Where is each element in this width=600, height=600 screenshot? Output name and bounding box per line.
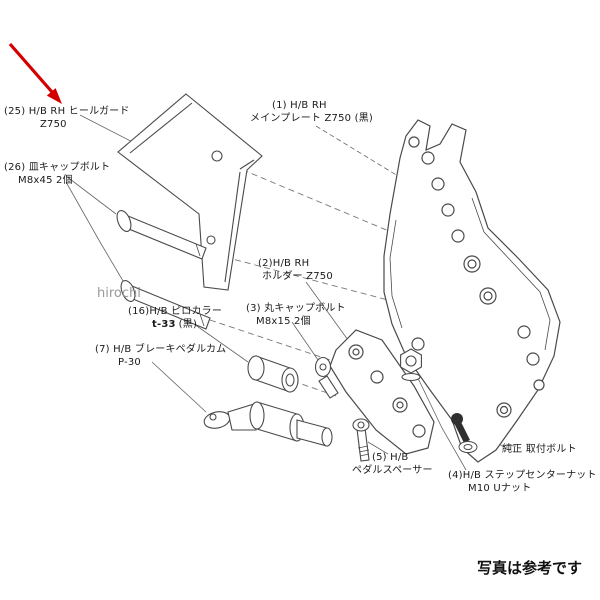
stock-bolt-label-line1: 純正 取付ボルト — [502, 444, 577, 455]
flat-head-bolts — [116, 210, 211, 330]
part-label-5-line1: (5) H/B — [372, 452, 409, 463]
part-label-26-line1: (26) 皿キャップボルト — [4, 162, 111, 173]
part-label-1-line1: (1) H/B RH — [272, 100, 327, 111]
stock-mount-bolt — [451, 413, 478, 453]
part-label-16-line2: t-33(黒) — [152, 319, 222, 332]
part-label-3-line1: (3) 丸キャップボルト — [246, 303, 346, 314]
part-label-3-line2: M8x15 2個 — [256, 315, 311, 327]
part-label-25: (25) H/B RH ヒールガード Z750 — [4, 106, 130, 131]
part-label-25-line1: (25) H/B RH ヒールガード — [4, 106, 130, 117]
stock-bolt-label: 純正 取付ボルト — [502, 444, 577, 457]
part-label-2-line1: (2)H/B RH — [258, 258, 310, 269]
part-label-16-code: t-33 — [152, 318, 176, 330]
part-label-25-line2: Z750 — [40, 118, 67, 130]
reference-caption: 写真は参考です — [477, 559, 583, 577]
part-label-7-line1: (7) H/B ブレーキペダルカム — [95, 344, 227, 355]
part-label-2: (2)H/B RH ホルダー Z750 — [258, 258, 333, 283]
part-label-1-line2: メインプレート Z750 (黒) — [250, 112, 373, 124]
main-plate — [383, 119, 561, 463]
part-label-26: (26) 皿キャップボルト M8x45 2個 — [4, 162, 110, 187]
pillow-collar — [247, 355, 299, 393]
part-label-7: (7) H/B ブレーキペダルカム P-30 — [95, 344, 226, 369]
part-label-4-line1: (4)H/B ステップセンターナット — [448, 470, 597, 481]
part-label-1: (1) H/B RH メインプレート Z750 (黒) — [250, 100, 373, 125]
part-label-4: (4)H/B ステップセンターナット M10 Uナット — [448, 470, 597, 495]
pedal-spacer-bolt — [352, 418, 370, 462]
part-label-5: (5) H/B ペダルスペーサー — [352, 452, 433, 477]
part-label-26-line2: M8x45 2個 — [18, 174, 73, 186]
part-label-5-line2: ペダルスペーサー — [352, 464, 433, 476]
part-label-7-line2: P-30 — [118, 356, 141, 368]
part-label-2-line2: ホルダー Z750 — [262, 270, 333, 282]
part-label-16-line1: (16)H/B ピロカラー — [128, 306, 223, 317]
holder-plate — [329, 329, 435, 455]
brake-pedal-cam — [203, 401, 333, 447]
part-label-3: (3) 丸キャップボルト M8x15 2個 — [246, 303, 346, 328]
red-arrow-icon — [8, 42, 62, 104]
part-label-16: (16)H/B ピロカラー t-33(黒) — [128, 306, 222, 331]
heel-guard — [117, 93, 263, 291]
center-nut — [400, 348, 422, 382]
part-label-4-line2: M10 Uナット — [468, 482, 532, 494]
watermark-text: hirochi — [97, 286, 141, 301]
round-cap-bolt — [314, 356, 339, 399]
part-label-16-color: (黒) — [178, 318, 198, 330]
